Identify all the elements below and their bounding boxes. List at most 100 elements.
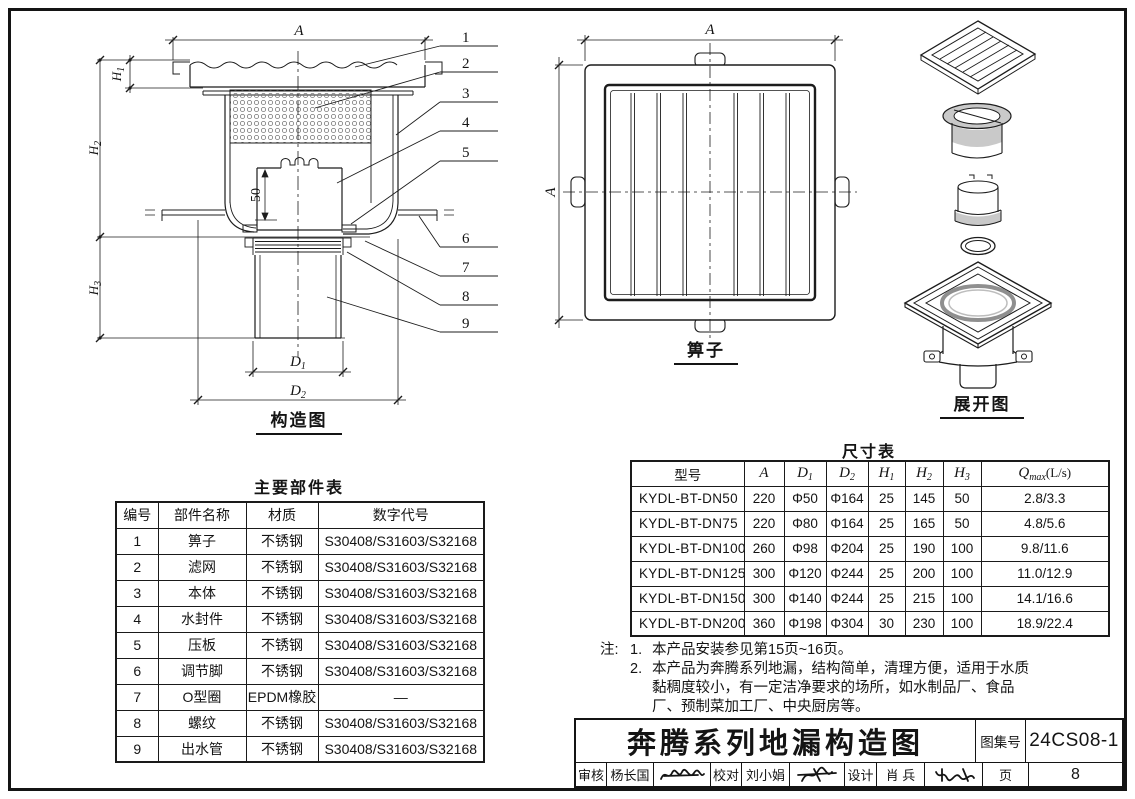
parts-table-header-row: 编号 部件名称 材质 数字代号 <box>115 501 485 529</box>
table-cell: Φ140 <box>783 585 827 612</box>
parts-table-title: 主要部件表 <box>253 480 344 497</box>
table-cell: 100 <box>942 585 982 612</box>
table-cell: 不锈钢 <box>245 735 319 763</box>
size-table-title: 尺寸表 <box>841 444 896 461</box>
notes-label: 注: <box>600 642 619 658</box>
callout-6: 6 <box>462 231 470 247</box>
table-cell: 25 <box>867 535 906 562</box>
grate-top-view: A A <box>543 22 857 342</box>
table-cell: 100 <box>942 560 982 587</box>
table-cell: 50 <box>942 510 982 537</box>
model-cell: KYDL-BT-DN150 <box>630 585 745 612</box>
table-cell: 6 <box>115 657 159 685</box>
table-cell: 100 <box>942 535 982 562</box>
note-2-text-line2: 黏稠度较小，有一定洁净要求的场所，如水制品厂、食品 <box>652 680 1015 696</box>
dim-label-H2: H2 <box>86 141 104 156</box>
table-cell: 滤网 <box>157 553 247 581</box>
table-cell: 7 <box>115 683 159 711</box>
dim-label-H1: H1 <box>109 67 127 82</box>
page-border <box>8 8 1127 791</box>
dim-label-D2: D2 <box>289 383 306 401</box>
table-cell: Φ80 <box>783 510 827 537</box>
callout-1: 1 <box>462 30 470 46</box>
table-cell: 调节脚 <box>157 657 247 685</box>
grate-view-title: 箅子 <box>674 336 738 365</box>
table-cell: 11.0/12.9 <box>980 560 1110 587</box>
model-cell: KYDL-BT-DN50 <box>630 485 745 512</box>
page-label: 页 <box>982 763 1028 786</box>
table-cell: 9 <box>115 735 159 763</box>
checker-label: 校对 <box>710 763 741 786</box>
grate-dim-A-top: A <box>704 22 715 38</box>
table-cell: Φ50 <box>783 485 827 512</box>
callout-8: 8 <box>462 289 470 305</box>
table-cell: 4.8/5.6 <box>980 510 1110 537</box>
note-2-text-line3: 厂、预制菜加工厂、中央厨房等。 <box>652 699 870 715</box>
table-cell: EPDM橡胶 <box>245 683 319 711</box>
table-cell: 箅子 <box>157 527 247 555</box>
table-cell: 190 <box>904 535 944 562</box>
col-header: H3 <box>942 460 982 487</box>
table-cell: 50 <box>942 485 982 512</box>
dim-label-A: A <box>293 23 304 39</box>
atlas-number-label: 图集号 <box>975 720 1025 762</box>
designer-name: 肖 兵 <box>876 763 924 786</box>
table-cell: 不锈钢 <box>245 553 319 581</box>
table-cell: 本体 <box>157 579 247 607</box>
callout-4: 4 <box>462 115 470 131</box>
dim-label-D1: D1 <box>289 354 306 372</box>
table-cell: 300 <box>743 585 785 612</box>
table-cell: 5 <box>115 631 159 659</box>
col-header: H2 <box>904 460 944 487</box>
exploded-view-title: 展开图 <box>940 390 1024 419</box>
table-cell: 230 <box>904 610 944 637</box>
col-header: H1 <box>867 460 906 487</box>
construction-diagram-title: 构造图 <box>256 406 342 435</box>
table-cell: 165 <box>904 510 944 537</box>
table-cell: Φ98 <box>783 535 827 562</box>
callout-5: 5 <box>462 145 470 161</box>
callout-3: 3 <box>462 86 470 102</box>
table-cell: 压板 <box>157 631 247 659</box>
table-cell: 25 <box>867 510 906 537</box>
callout-7: 7 <box>462 260 470 276</box>
title-block: 奔腾系列地漏构造图 图集号 24CS08-1 审核 杨长国 校对 刘小娟 设计 … <box>574 718 1124 788</box>
dim-label-50: 50 <box>249 188 264 202</box>
exploded-view <box>903 20 1053 389</box>
table-cell: S30408/S31603/S32168 <box>317 709 485 737</box>
callout-2: 2 <box>462 56 470 72</box>
dim-label-H3: H3 <box>86 281 104 296</box>
table-cell: Φ198 <box>783 610 827 637</box>
sheet-title: 奔腾系列地漏构造图 <box>626 728 924 760</box>
table-cell: 300 <box>743 560 785 587</box>
model-cell: KYDL-BT-DN75 <box>630 510 745 537</box>
table-cell: 8 <box>115 709 159 737</box>
checker-name: 刘小娟 <box>741 763 789 786</box>
table-cell: 不锈钢 <box>245 657 319 685</box>
table-cell: 2 <box>115 553 159 581</box>
table-cell: — <box>317 683 485 711</box>
table-cell: 360 <box>743 610 785 637</box>
model-cell: KYDL-BT-DN125 <box>630 560 745 587</box>
table-cell: 不锈钢 <box>245 527 319 555</box>
table-cell: 25 <box>867 485 906 512</box>
model-cell: KYDL-BT-DN100 <box>630 535 745 562</box>
table-cell: Φ244 <box>825 560 869 587</box>
signature-scribble <box>660 768 705 780</box>
note-2-number: 2. <box>630 661 643 677</box>
model-cell: KYDL-BT-DN200 <box>630 610 745 637</box>
notes: 注: 1. 本产品安装参见第15页~16页。 2. 本产品为奔腾系列地漏，结构简… <box>600 641 1125 717</box>
grate-dim-A-left: A <box>543 187 559 198</box>
table-cell: 18.9/22.4 <box>980 610 1110 637</box>
table-cell: Φ164 <box>825 485 869 512</box>
